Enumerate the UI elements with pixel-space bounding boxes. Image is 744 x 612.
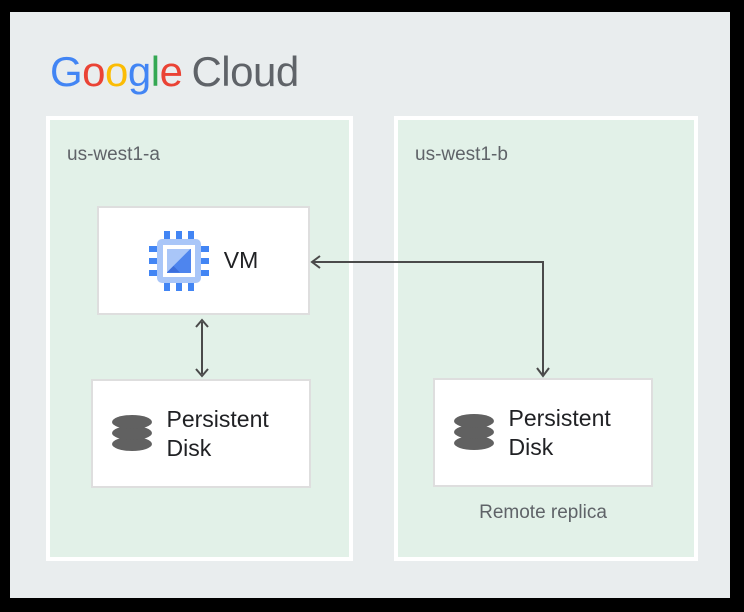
persistent-disk-icon <box>453 414 494 451</box>
persistent-disk-icon <box>111 415 152 452</box>
logo-google: Google <box>50 48 183 95</box>
vm-label: VM <box>223 247 259 273</box>
zone-a-label: us-west1-a <box>67 144 160 165</box>
persistent-disk-a-label: Persistent Disk <box>166 405 269 461</box>
vm-node: VM <box>97 206 310 315</box>
persistent-disk-b-node: Persistent Disk <box>433 378 653 487</box>
zone-b-label: us-west1-b <box>415 144 508 165</box>
logo-cloud: Cloud <box>191 48 299 95</box>
zone-us-west1-a: us-west1-a <box>46 116 353 561</box>
persistent-disk-a-node: Persistent Disk <box>91 379 311 488</box>
remote-replica-caption: Remote replica <box>479 502 607 523</box>
persistent-disk-b-label: Persistent Disk <box>508 404 611 460</box>
compute-engine-icon <box>148 230 209 291</box>
zone-us-west1-b: us-west1-b <box>394 116 698 561</box>
